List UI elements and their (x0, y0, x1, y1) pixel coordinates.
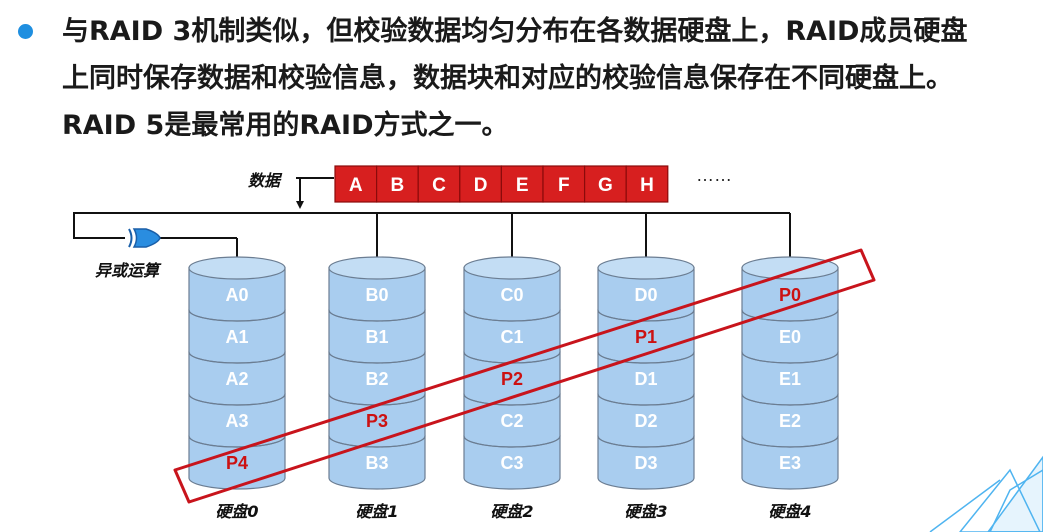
disk-label: 硬盘1 (355, 502, 398, 521)
data-block-label: B (391, 175, 405, 196)
data-segment-label: E0 (779, 327, 801, 347)
data-block: C (417, 165, 461, 203)
data-block: H (625, 165, 669, 203)
disk-top-cap (188, 256, 286, 280)
data-segment-label: E2 (779, 411, 801, 431)
data-block: D (459, 165, 502, 203)
disk-segment (741, 435, 839, 490)
data-segment-label: C0 (500, 285, 523, 305)
parity-block-label: P4 (226, 453, 248, 473)
parity-highlight (173, 248, 876, 504)
data-segment-label: E1 (779, 369, 801, 389)
data-segment-label: D2 (634, 411, 657, 431)
data-segment-label: B2 (365, 369, 388, 389)
data-segment-label: B3 (365, 453, 388, 473)
disk-label: 硬盘0 (215, 502, 258, 521)
data-segment-label: D0 (634, 285, 657, 305)
data-segment-label: D3 (634, 453, 657, 473)
data-block-strip: A B C D E F G H (334, 165, 669, 203)
data-segment-label: C3 (500, 453, 523, 473)
data-segment-label: A2 (225, 369, 248, 389)
disk-segment (597, 435, 695, 490)
data-segment-label: C2 (500, 411, 523, 431)
data-block-label: F (558, 175, 570, 196)
disk-drop-arrows (233, 213, 794, 266)
data-segment-label: A3 (225, 411, 248, 431)
data-segment-label: D1 (634, 369, 657, 389)
bullet-icon (18, 24, 33, 39)
disk-label: 硬盘4 (768, 502, 811, 521)
data-block: F (542, 165, 586, 203)
ellipsis: …… (696, 165, 732, 185)
data-block: B (376, 165, 419, 203)
parity-block-label: P2 (501, 369, 523, 389)
disk-top-cap (597, 256, 695, 280)
corner-decoration-icon (929, 455, 1043, 532)
xor-gate-icon (128, 228, 161, 248)
data-segment-label: B1 (365, 327, 388, 347)
disk-top-cap (328, 256, 426, 280)
data-segment-label: E3 (779, 453, 801, 473)
intro-line-3: RAID 5是最常用的RAID方式之一。 (62, 110, 509, 141)
disk-segment (463, 435, 561, 490)
intro-line-1: 与RAID 3机制类似，但校验数据均匀分布在各数据硬盘上，RAID成员硬盘 (62, 16, 968, 47)
data-block-label: E (516, 175, 529, 196)
data-block-label: A (349, 175, 363, 196)
disk-label: 硬盘2 (490, 502, 533, 521)
disk-segment (188, 435, 286, 490)
data-segment-label: B0 (365, 285, 388, 305)
disk-top-cap (741, 256, 839, 280)
parity-block-label: P3 (366, 411, 388, 431)
xor-label: 异或运算 (95, 261, 162, 280)
disk-label: 硬盘3 (624, 502, 667, 521)
parity-block-label: P1 (635, 327, 657, 347)
disk-top-cap (463, 256, 561, 280)
intro-paragraph: 与RAID 3机制类似，但校验数据均匀分布在各数据硬盘上，RAID成员硬盘 上同… (62, 8, 1022, 149)
data-block: A (334, 165, 378, 203)
data-block-label: H (640, 175, 654, 196)
parity-block-label: P0 (779, 285, 801, 305)
data-block: E (500, 165, 544, 203)
data-segment-label: C1 (500, 327, 523, 347)
intro-line-2: 上同时保存数据和校验信息，数据块和对应的校验信息保存在不同硬盘上。 (62, 63, 953, 94)
data-segment-label: A1 (225, 327, 248, 347)
data-segment-label: A0 (225, 285, 248, 305)
data-block: G (583, 165, 627, 203)
data-block-label: D (474, 175, 488, 196)
data-label: 数据 (248, 171, 283, 190)
data-block-label: G (598, 175, 613, 196)
data-block-label: C (432, 175, 446, 196)
